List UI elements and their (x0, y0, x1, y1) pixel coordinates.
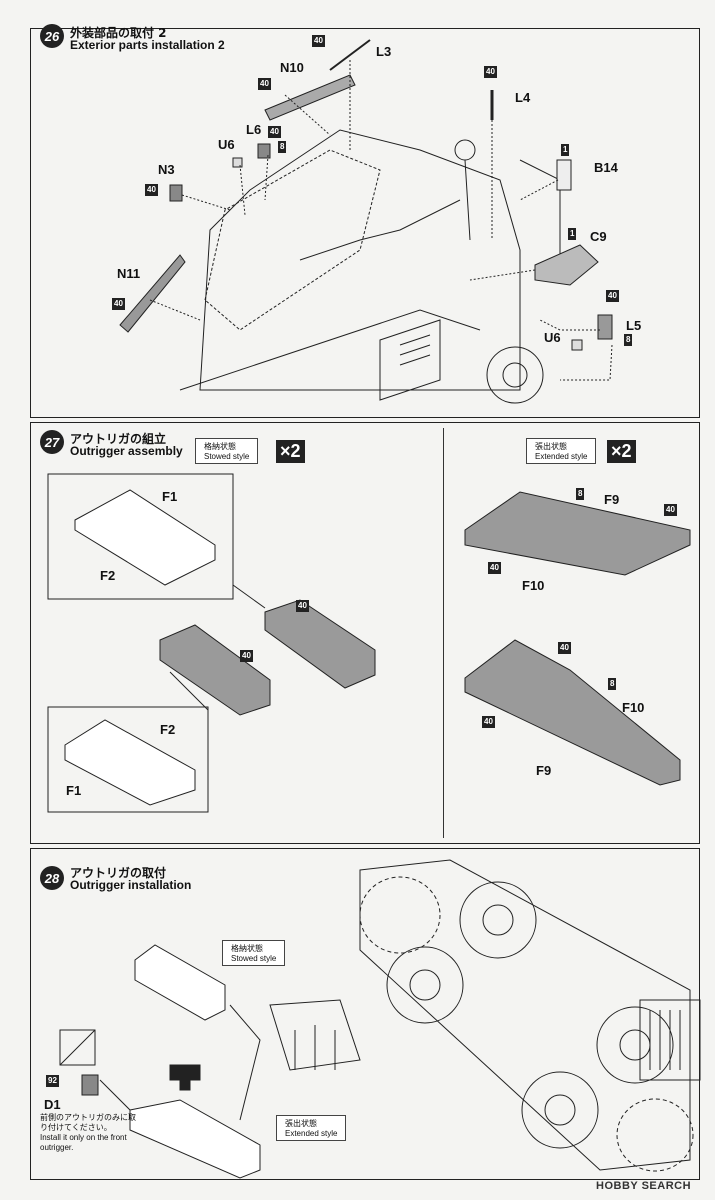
part-label-C9: C9 (590, 229, 607, 244)
stowed-style-box: 格納状態 Stowed style (222, 940, 286, 966)
front-outrigger-note: 前側のアウトリガのみに取り付けてください。 Install it only on… (40, 1113, 140, 1153)
multiplier-badge: ×2 (276, 440, 305, 463)
note-jp: 前側のアウトリガのみに取り付けてください。 (40, 1113, 136, 1132)
stowed-en: Stowed style (204, 452, 250, 461)
paint-tag: 40 (240, 650, 253, 662)
part-label-D1: D1 (44, 1097, 61, 1112)
part-label-F2: F2 (100, 568, 116, 583)
extended-en: Extended style (285, 1129, 338, 1138)
paint-tag: 40 (482, 716, 495, 728)
step26-frame (30, 28, 700, 418)
step26-title-jp: 外装部品の取付 2 (70, 26, 167, 40)
stowed-en: Stowed style (231, 954, 277, 963)
paint-tag: 40 (145, 184, 158, 196)
extended-jp: 張出状態 (535, 442, 567, 451)
paint-tag: 40 (268, 126, 281, 138)
paint-tag: 40 (112, 298, 125, 310)
part-label-L6: L6 (246, 122, 262, 137)
step26-badge: 26 (40, 24, 64, 48)
stowed-style-box: 格納状態 Stowed style (195, 438, 259, 464)
part-label-F10: F10 (622, 700, 645, 715)
extended-en: Extended style (535, 452, 588, 461)
step28-title-jp: アウトリガの取付 (70, 866, 167, 880)
part-label-N3: N3 (158, 162, 175, 177)
part-label-F9: F9 (604, 492, 620, 507)
watermark: HOBBY SEARCH (596, 1180, 692, 1192)
step27-frame (30, 422, 700, 844)
paint-tag: 8 (576, 488, 585, 500)
part-label-F1: F1 (66, 783, 82, 798)
step27-title-en: Outrigger assembly (70, 444, 183, 458)
paint-tag: 40 (484, 66, 497, 78)
extended-style-box: 張出状態 Extended style (276, 1115, 347, 1141)
multiplier-badge: ×2 (607, 440, 636, 463)
paint-tag: 40 (312, 35, 325, 47)
part-label-L5: L5 (626, 318, 642, 333)
paint-tag: 8 (624, 334, 633, 346)
step27-title-jp: アウトリガの組立 (70, 432, 167, 446)
paint-tag: 8 (278, 141, 287, 153)
note-en: Install it only on the front outrigger. (40, 1133, 127, 1152)
part-label-L3: L3 (376, 44, 392, 59)
step27-badge: 27 (40, 430, 64, 454)
step26-title-en: Exterior parts installation 2 (70, 38, 225, 52)
stowed-jp: 格納状態 (231, 944, 263, 953)
step28-title-en: Outrigger installation (70, 878, 192, 892)
paint-tag: 8 (608, 678, 617, 690)
paint-tag: 40 (258, 78, 271, 90)
paint-tag: 92 (46, 1075, 59, 1087)
part-label-L4: L4 (515, 90, 531, 105)
paint-tag: 40 (606, 290, 619, 302)
part-label-N11: N11 (117, 266, 141, 281)
part-label-N10: N10 (280, 60, 304, 75)
part-label-F1: F1 (162, 489, 178, 504)
part-label-U6-top: U6 (218, 137, 235, 152)
paint-tag: 40 (558, 642, 571, 654)
part-label-F9: F9 (536, 763, 552, 778)
paint-tag: 40 (296, 600, 309, 612)
part-label-B14: B14 (594, 160, 618, 175)
paint-tag: 1 (568, 228, 577, 240)
extended-style-box: 張出状態 Extended style (526, 438, 597, 464)
stowed-jp: 格納状態 (204, 442, 236, 451)
paint-tag: 1 (561, 144, 570, 156)
paint-tag: 40 (664, 504, 677, 516)
paint-tag: 40 (488, 562, 501, 574)
part-label-F10: F10 (522, 578, 545, 593)
part-label-U6-bottom: U6 (544, 330, 561, 345)
step28-badge: 28 (40, 866, 64, 890)
part-label-F2: F2 (160, 722, 176, 737)
step27-divider (443, 428, 444, 838)
extended-jp: 張出状態 (285, 1119, 317, 1128)
